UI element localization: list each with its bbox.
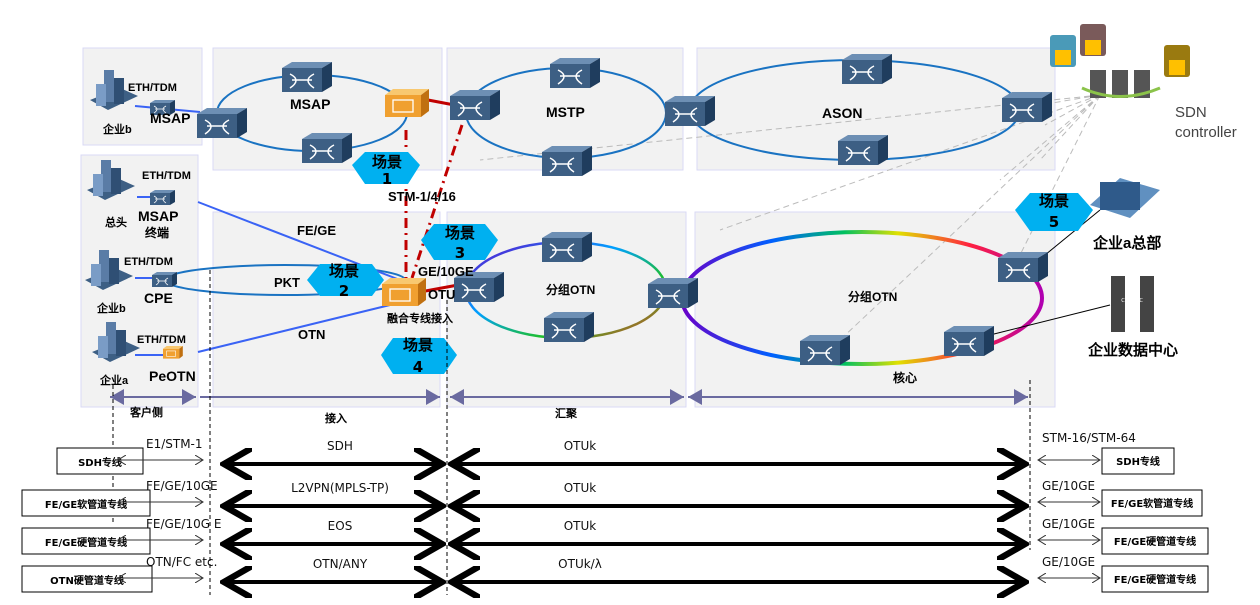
- core-ring-label: 分组OTN: [848, 289, 897, 304]
- svg-text:场景: 场景: [403, 336, 433, 354]
- dc-links: [989, 209, 1111, 336]
- svg-text:1: 1: [382, 170, 392, 188]
- aggregation-ring-label: 分组OTN: [546, 282, 595, 297]
- segment-aggregation-label: 汇聚: [555, 407, 578, 420]
- msap-device-label: MSAP: [150, 110, 190, 126]
- mstp-ring-label: MSTP: [546, 104, 585, 120]
- scenario-4: 场景 4: [381, 336, 457, 376]
- svg-text:场景: 场景: [1039, 192, 1069, 210]
- service-right-label: FE/GE硬管道专线: [1114, 573, 1196, 586]
- panels: [80, 47, 1056, 408]
- eth-tdm-label: ETH/TDM: [142, 170, 191, 182]
- datacenter-icon: CloudDC: [1111, 276, 1154, 332]
- msap-terminal-label: MSAP: [138, 208, 178, 224]
- transport-protocol-label: OTUk: [564, 439, 597, 453]
- service-right-box: [1101, 565, 1209, 593]
- svg-text:2: 2: [339, 282, 349, 300]
- scenario-blobs: 场景1 场景2 场景3 场景4 场景5: [307, 152, 1093, 376]
- service-row: FE/GE硬管道专线 FE/GE/10G E EOS OTUk GE/10GE FE/GE…: [21, 517, 1209, 555]
- segment-access-label: 接入: [325, 411, 347, 425]
- dc-if-label: GE/10GE: [1042, 479, 1095, 493]
- service-left-label: FE/GE软管道专线: [45, 498, 127, 511]
- service-right-box: [1101, 447, 1175, 475]
- sdn-controller-label: SDN: [1175, 104, 1207, 121]
- service-right-label: FE/GE软管道专线: [1111, 497, 1193, 510]
- hq-label: 总头: [105, 215, 127, 229]
- enterprise-b-label: 企业b: [96, 301, 126, 315]
- stm-label: STM-1/4/16: [388, 189, 456, 204]
- svg-text:3: 3: [455, 244, 465, 262]
- sdn-controller-icon: [1050, 24, 1190, 98]
- svg-text:场景: 场景: [329, 262, 359, 280]
- otu-label: OTU: [428, 287, 455, 302]
- segment-client-label: 客户侧: [129, 405, 163, 419]
- client-if-label: E1/STM-1: [146, 437, 203, 451]
- svg-text:5: 5: [1049, 213, 1059, 231]
- ason-ring-label: ASON: [822, 105, 862, 121]
- sdn-control-links: [479, 94, 1101, 341]
- scenario-2: 场景 2: [307, 262, 384, 300]
- transport-protocol-label: OTUk: [564, 519, 597, 533]
- enterprise-a-hq-label: 企业a总部: [1092, 234, 1161, 252]
- service-left-label: SDH专线: [78, 456, 122, 469]
- sdn-controller-label-2: controller: [1175, 124, 1237, 141]
- dc-if-label: STM-16/STM-64: [1042, 431, 1136, 445]
- enterprise-hq-icon: [1090, 178, 1160, 218]
- dc-if-label: GE/10GE: [1042, 517, 1095, 531]
- eth-tdm-label: ETH/TDM: [137, 334, 186, 346]
- dc-if-label: GE/10GE: [1042, 555, 1095, 569]
- msap-ring-label: MSAP: [290, 96, 330, 112]
- pkt-label: PKT: [274, 275, 300, 290]
- segment-core-label: 核心: [893, 370, 917, 385]
- service-left-label: OTN硬管道专线: [50, 574, 124, 587]
- service-row: FE/GE软管道专线 FE/GE/10GE L2VPN(MPLS-TP) OTUk GE…: [21, 479, 1203, 517]
- enterprise-a-label: 企业a: [99, 373, 129, 387]
- access-protocol-label: EOS: [328, 519, 353, 533]
- access-protocol-label: OTN/ANY: [313, 557, 368, 571]
- access-protocol-label: L2VPN(MPLS-TP): [291, 481, 389, 495]
- peotn-label: PeOTN: [149, 368, 196, 384]
- datacenter-label: 企业数据中心: [1087, 341, 1178, 359]
- converged-access-label: 融合专线接入: [387, 311, 453, 325]
- msap-terminal-label-2: 终端: [145, 225, 169, 240]
- svg-text:4: 4: [413, 358, 423, 376]
- client-if-label: FE/GE/10GE: [146, 479, 218, 493]
- scenario-5: 场景 5: [1015, 192, 1093, 231]
- scenario-3: 场景 3: [421, 224, 498, 262]
- otn-label: OTN: [298, 327, 325, 342]
- service-right-label: FE/GE硬管道专线: [1114, 535, 1196, 548]
- eth-tdm-label: ETH/TDM: [128, 82, 177, 94]
- client-if-label: FE/GE/10G E: [146, 517, 221, 531]
- eth-tdm-label: ETH/TDM: [124, 256, 173, 268]
- transport-protocol-label: OTUk/λ: [558, 557, 602, 571]
- service-row: OTN硬管道专线 OTN/FC etc. OTN/ANY OTUk/λ GE/10GE F…: [21, 555, 1209, 593]
- service-right-label: SDH专线: [1116, 455, 1160, 468]
- svg-text:CloudDC: CloudDC: [1121, 298, 1143, 304]
- svg-text:场景: 场景: [372, 153, 402, 171]
- service-right-box: [1101, 527, 1209, 555]
- ge-10ge-label: GE/10GE: [418, 264, 474, 279]
- access-protocol-label: SDH: [327, 439, 353, 453]
- enterprise-b-label: 企业b: [102, 122, 132, 136]
- fe-ge-label: FE/GE: [297, 223, 336, 238]
- client-if-label: OTN/FC etc.: [146, 555, 217, 569]
- scenario-1: 场景1: [352, 152, 420, 188]
- cpe-label: CPE: [144, 290, 173, 306]
- svg-text:场景: 场景: [445, 224, 475, 242]
- transport-protocol-label: OTUk: [564, 481, 597, 495]
- service-left-label: FE/GE硬管道专线: [45, 536, 127, 549]
- service-right-box: [1101, 489, 1203, 517]
